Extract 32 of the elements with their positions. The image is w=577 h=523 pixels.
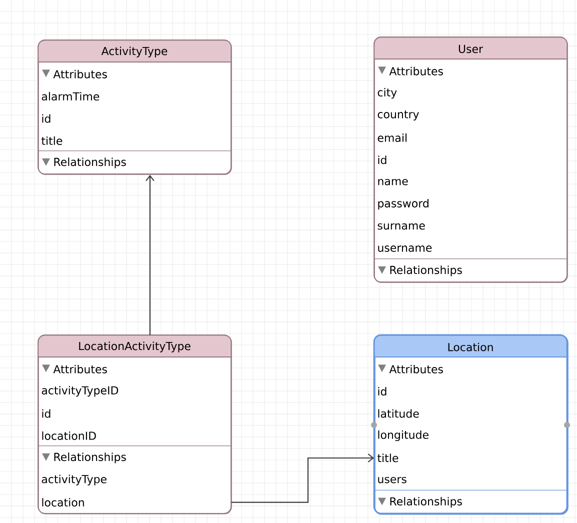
field-name: country: [378, 110, 419, 121]
section-header: Relationships: [390, 266, 462, 276]
field-name: id: [378, 156, 386, 164]
field-name: location: [42, 498, 84, 507]
field-name: activityType: [42, 474, 106, 486]
relationship-arrow: [146, 174, 154, 335]
field-name: city: [378, 88, 397, 99]
section-header: Attributes: [53, 364, 107, 374]
node-text: Relationships activityType location: [42, 452, 126, 507]
field-name: users: [378, 476, 406, 484]
field-name: id: [42, 114, 50, 123]
field-name: activityTypeID: [42, 386, 118, 397]
field-name: title: [378, 454, 398, 462]
field-name: email: [378, 133, 406, 142]
field-name: title: [42, 136, 62, 145]
section-header: Attributes: [389, 66, 443, 76]
field-name: password: [378, 198, 428, 210]
field-name: longitude: [378, 430, 428, 442]
field-name: name: [378, 178, 408, 186]
field-name: id: [42, 409, 50, 418]
section-header: Relationships: [54, 452, 126, 464]
section-header: Relationships: [390, 496, 462, 508]
field-name: alarmTime: [42, 92, 100, 101]
section-header: Attributes: [389, 364, 443, 374]
field-name: username: [378, 246, 432, 252]
field-name: locationID: [42, 431, 96, 440]
relationship-arrow: [231, 454, 374, 503]
field-name: surname: [378, 223, 425, 230]
section-header: Attributes: [53, 70, 107, 78]
field-name: id: [378, 387, 386, 396]
field-name: latitude: [378, 409, 419, 418]
section-header: Relationships: [54, 158, 126, 168]
